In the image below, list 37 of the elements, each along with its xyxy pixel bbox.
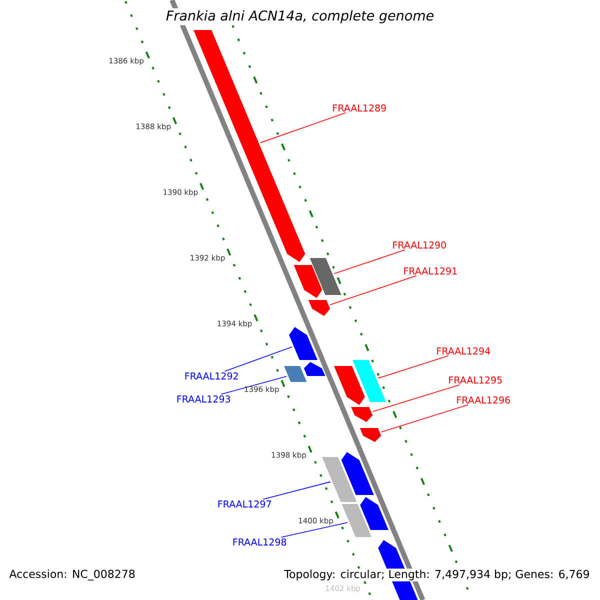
gene-feature: [334, 366, 365, 405]
leader-line: [378, 355, 449, 379]
gene-label: FRAAL1293: [177, 395, 230, 403]
gene-feature: [342, 504, 372, 537]
gene-feature: [304, 362, 326, 376]
gene-label: FRAAL1294: [437, 347, 490, 355]
accession-text: Accession: NC_008278: [8, 568, 136, 582]
leader-line: [220, 376, 287, 395]
gene-label: FRAAL1291: [404, 267, 457, 275]
leader-line: [380, 404, 469, 432]
gene-feature: [294, 265, 322, 298]
gene-feature: [284, 366, 307, 382]
gene-label: FRAAL1298: [233, 538, 286, 546]
gene-feature: [289, 327, 318, 360]
gene-label: FRAAL1289: [333, 104, 386, 112]
gene-label: FRAAL1297: [218, 500, 271, 508]
gene-label: FRAAL1290: [393, 241, 446, 249]
leader-line: [330, 275, 417, 306]
gene-feature: [322, 457, 357, 502]
leader-line: [224, 346, 293, 372]
gene-feature: [360, 497, 388, 530]
title: Frankia alni ACN14a, complete genome: [164, 8, 436, 26]
leader-line: [372, 384, 460, 412]
gene-label: FRAAL1295: [449, 376, 502, 384]
leader-line: [334, 249, 406, 274]
gene-label: FRAAL1292: [185, 372, 238, 380]
leader-line: [260, 112, 346, 144]
gene-feature: [310, 258, 342, 295]
gene-feature: [341, 452, 374, 495]
leader-line: [280, 522, 348, 538]
leader-line: [262, 481, 331, 500]
gene-feature: [352, 360, 386, 402]
genome-info-text: Topology: circular; Length: 7,497,934 bp; Genes: 6,769: [283, 568, 591, 582]
gene-label: FRAAL1296: [457, 396, 510, 404]
gene-feature: [351, 407, 373, 422]
gene-feature: [360, 428, 382, 442]
gene-feature: [308, 300, 330, 316]
